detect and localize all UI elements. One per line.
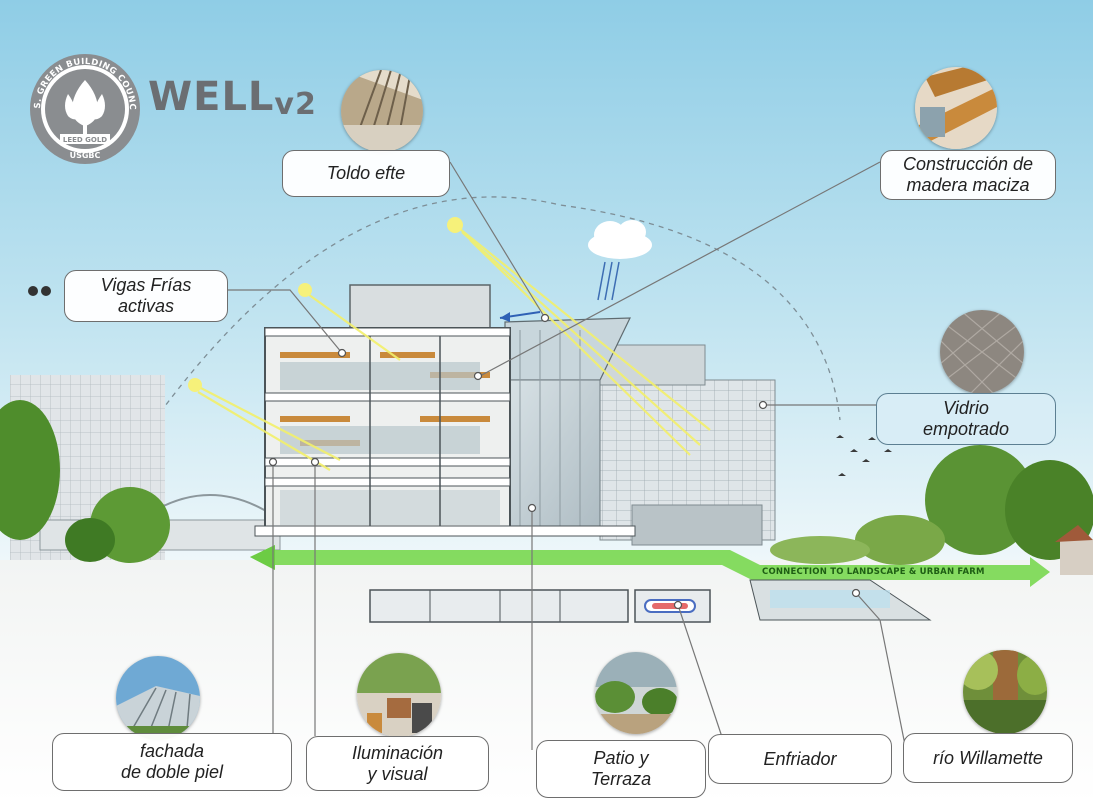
- callout-enfriador: Enfriador: [708, 734, 892, 784]
- leader-dots: [268, 313, 861, 610]
- callout-fachada: fachada de doble piel: [52, 733, 292, 791]
- left-trees: [0, 400, 170, 563]
- thumb-glass-image: [940, 310, 1024, 394]
- sun-icon-mid: [298, 283, 312, 297]
- thumb-patio-image: [595, 652, 677, 734]
- well-text: WELL: [148, 74, 275, 120]
- sun-icon-high: [447, 217, 463, 233]
- suns: [188, 217, 463, 392]
- leaf-emblem-icon: [65, 80, 105, 134]
- control-dot-icon: [41, 286, 51, 296]
- right-building: [594, 344, 776, 546]
- callout-iluminacion: Iluminación y visual: [306, 736, 489, 791]
- usgbc-leed-gold-logo: LEED GOLD U.S. GREEN BUILDING COUNCIL US…: [28, 52, 140, 164]
- green-arrow-label: CONNECTION TO LANDSCAPE & URBAN FARM: [762, 567, 985, 577]
- callout-vigas: Vigas Frías activas: [64, 270, 228, 322]
- right-trees: [770, 445, 1093, 575]
- sun-rays: [194, 224, 711, 471]
- thumb-timber-image: [915, 67, 997, 149]
- control-dot-icon: [28, 286, 38, 296]
- birds-icon: [836, 435, 892, 476]
- callout-toldo: Toldo efte: [282, 150, 450, 197]
- callout-patio: Patio y Terraza: [536, 740, 706, 798]
- thumb-facade-image: [116, 656, 200, 740]
- main-building-section: [254, 284, 636, 537]
- sun-path-arc: [119, 196, 841, 471]
- well-version: v2: [274, 87, 317, 122]
- callout-madera: Construcción de madera maciza: [880, 150, 1056, 200]
- thumb-lighting-image: [357, 653, 441, 737]
- logo-bottom-text: USGBC: [70, 151, 101, 160]
- thumb-canopy-image: [341, 70, 423, 152]
- media-controls: [28, 286, 51, 296]
- callout-rio: río Willamette: [903, 733, 1073, 783]
- sun-icon-low: [188, 378, 202, 392]
- rain-cloud-icon: [588, 220, 652, 301]
- logo-badge-text: LEED GOLD: [63, 136, 107, 144]
- thumb-river-image: [963, 650, 1047, 734]
- callout-vidrio: Vidrio empotrado: [876, 393, 1056, 445]
- green-connection-arrow: [250, 545, 1050, 587]
- well-v2-brand: WELLv2: [148, 74, 317, 122]
- leader-lines: [228, 161, 906, 750]
